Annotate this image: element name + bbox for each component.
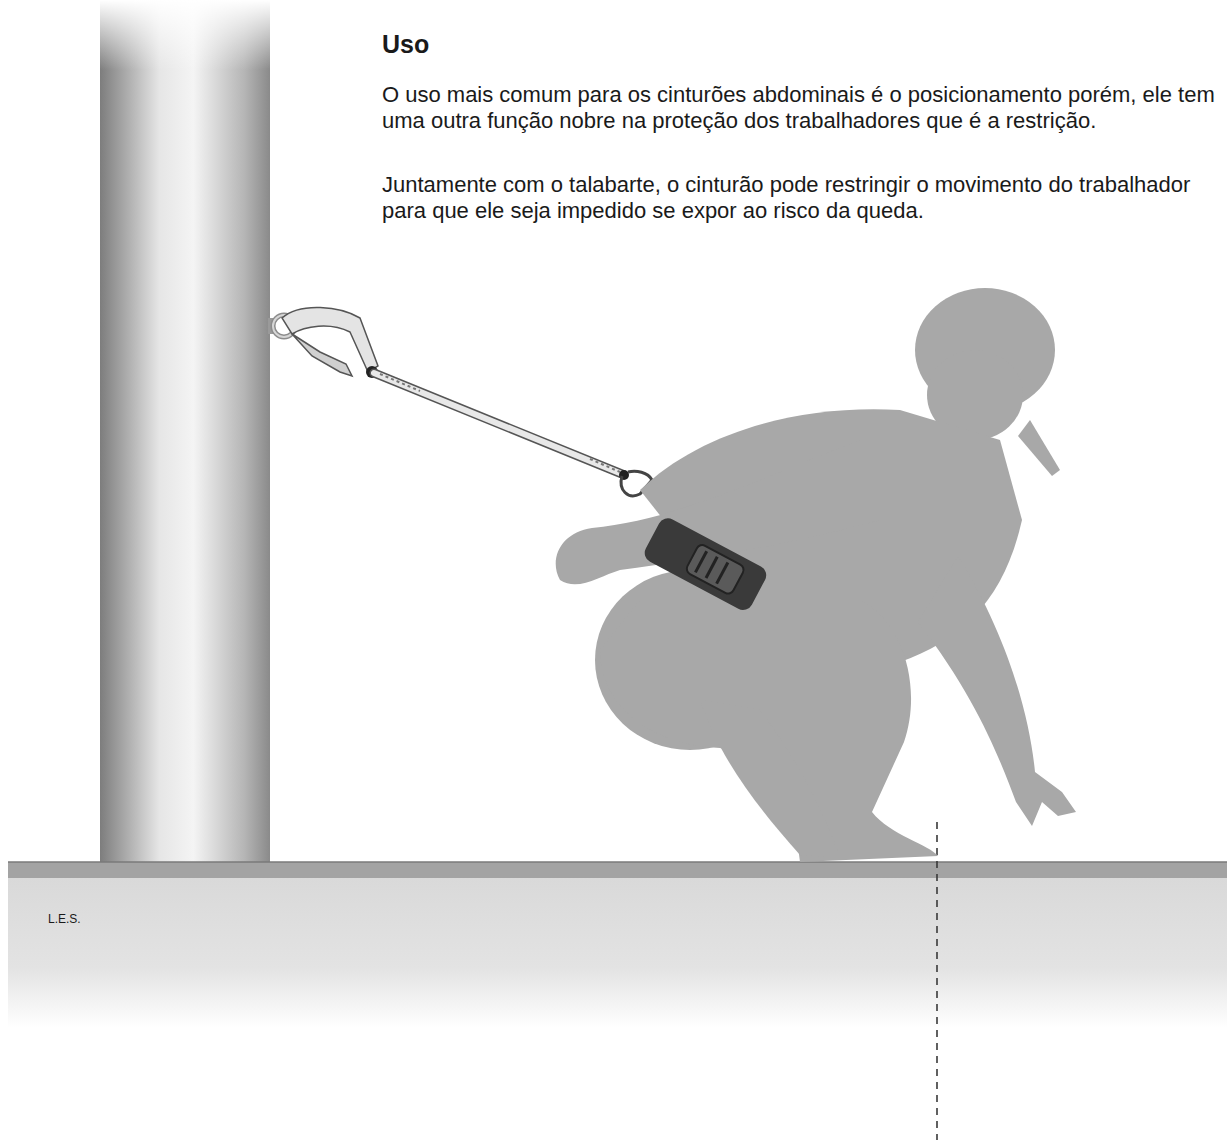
worker-silhouette (556, 288, 1076, 862)
edge-limit-line (936, 822, 938, 1140)
paragraph: Juntamente com o talabarte, o cinturão p… (382, 172, 1217, 224)
floor (8, 862, 1227, 1028)
heading: Uso (382, 30, 429, 59)
abdominal-belt (641, 515, 769, 614)
pole (100, 0, 270, 864)
author-mark: L.E.S. (48, 912, 168, 926)
lanyard (374, 373, 652, 496)
paragraph: O uso mais comum para os cinturões abdom… (382, 82, 1217, 134)
anchor-hook (268, 307, 378, 378)
